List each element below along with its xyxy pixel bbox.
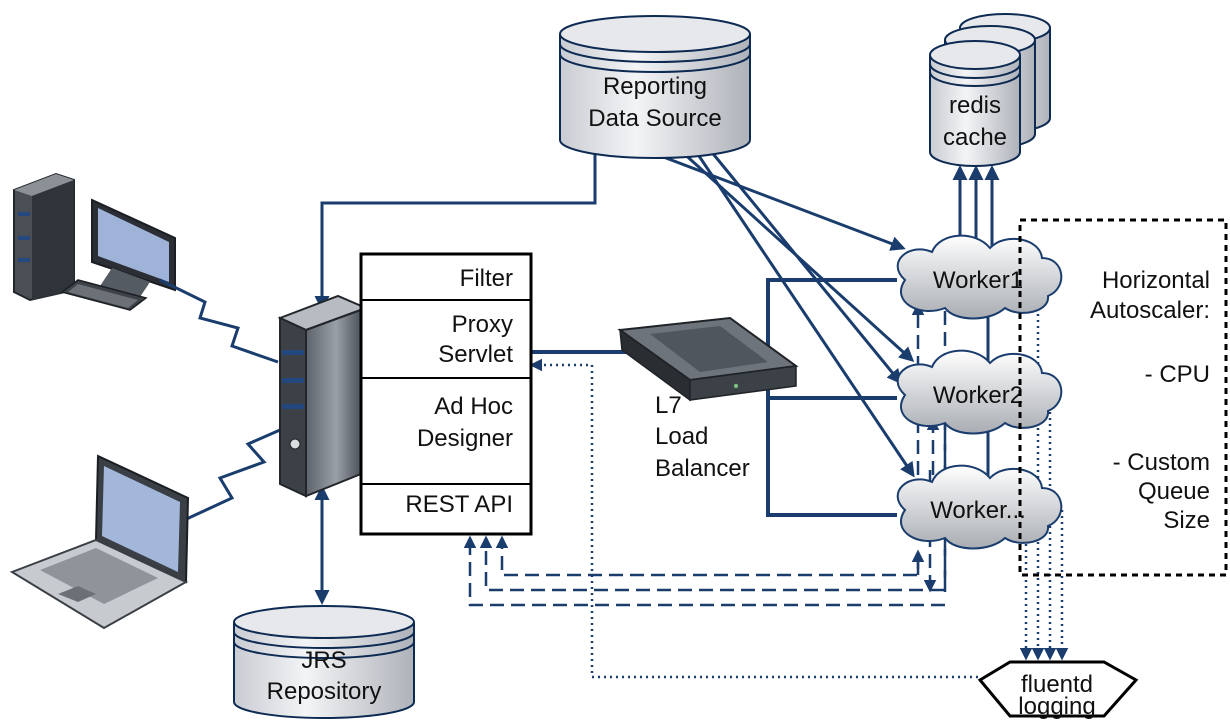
autoscaler-label-6: Size (1163, 507, 1210, 534)
reporting-to-worker3a-line (693, 149, 915, 478)
redis-cache: redis cache (929, 13, 1051, 167)
redis-label-2: cache (943, 124, 1007, 151)
reporting-to-worker3b-line (708, 149, 902, 385)
jrs-label-2: Repository (267, 678, 382, 705)
filter-label: Filter (460, 265, 513, 292)
proxy-panel: Filter Proxy Servlet Ad Hoc Designer RES… (359, 252, 533, 536)
reporting-source-label-2: Data Source (588, 105, 721, 132)
reporting-data-source: Reporting Data Source (559, 15, 751, 159)
worker1-cloud: Worker1 (896, 234, 1063, 320)
lb-to-workers-line (766, 278, 897, 517)
worker2-cloud: Worker2 (896, 349, 1063, 435)
worker3-cloud: Worker... (896, 464, 1063, 550)
reporting-source-label-1: Reporting (603, 73, 707, 100)
jrs-label-1: JRS (301, 647, 346, 674)
rest-api-label: REST API (405, 491, 513, 518)
lb-label-3: Balancer (655, 455, 750, 482)
reporting-to-worker1-line (644, 148, 906, 251)
proxy-label-2: Servlet (438, 341, 513, 368)
logging-to-proxy-line (529, 358, 978, 679)
worker3-label: Worker... (930, 497, 1026, 524)
lb-label-1: L7 (655, 392, 682, 419)
autoscaler-label-1: Horizontal (1102, 267, 1210, 294)
server-tower-icon (277, 294, 369, 498)
jrs-repository: JRS Repository (233, 605, 415, 719)
autoscaler-label-5: Queue (1138, 478, 1210, 505)
rest-feedback-line-4 (470, 290, 947, 607)
network-switch-icon (617, 316, 799, 402)
laptop-icon (9, 454, 190, 630)
proxy-label-1: Proxy (452, 311, 513, 338)
rest-feedback-line-1 (495, 535, 920, 577)
fluentd-label-1: fluentd (1021, 671, 1093, 698)
redis-label-1: redis (949, 92, 1001, 119)
autoscaler-box: Horizontal Autoscaler: - CPU - Custom Qu… (1018, 218, 1228, 577)
desktop-computer-icon (13, 172, 176, 311)
autoscaler-label-4: - Custom (1113, 449, 1210, 476)
laptop-link-icon (179, 428, 281, 524)
autoscaler-label-2: Autoscaler: (1090, 297, 1210, 324)
adhoc-label-2: Designer (417, 425, 513, 452)
reporting-to-server-line (314, 150, 597, 311)
fluentd-label-2: logging (1018, 693, 1095, 720)
worker2-label: Worker2 (933, 382, 1023, 409)
worker1-label: Worker1 (933, 267, 1023, 294)
adhoc-label-1: Ad Hoc (434, 393, 513, 420)
desktop-link-icon (159, 278, 279, 364)
autoscaler-label-3: - CPU (1145, 361, 1210, 388)
lb-label-2: Load (655, 423, 708, 450)
fluentd-logging: fluentd logging (977, 660, 1139, 720)
